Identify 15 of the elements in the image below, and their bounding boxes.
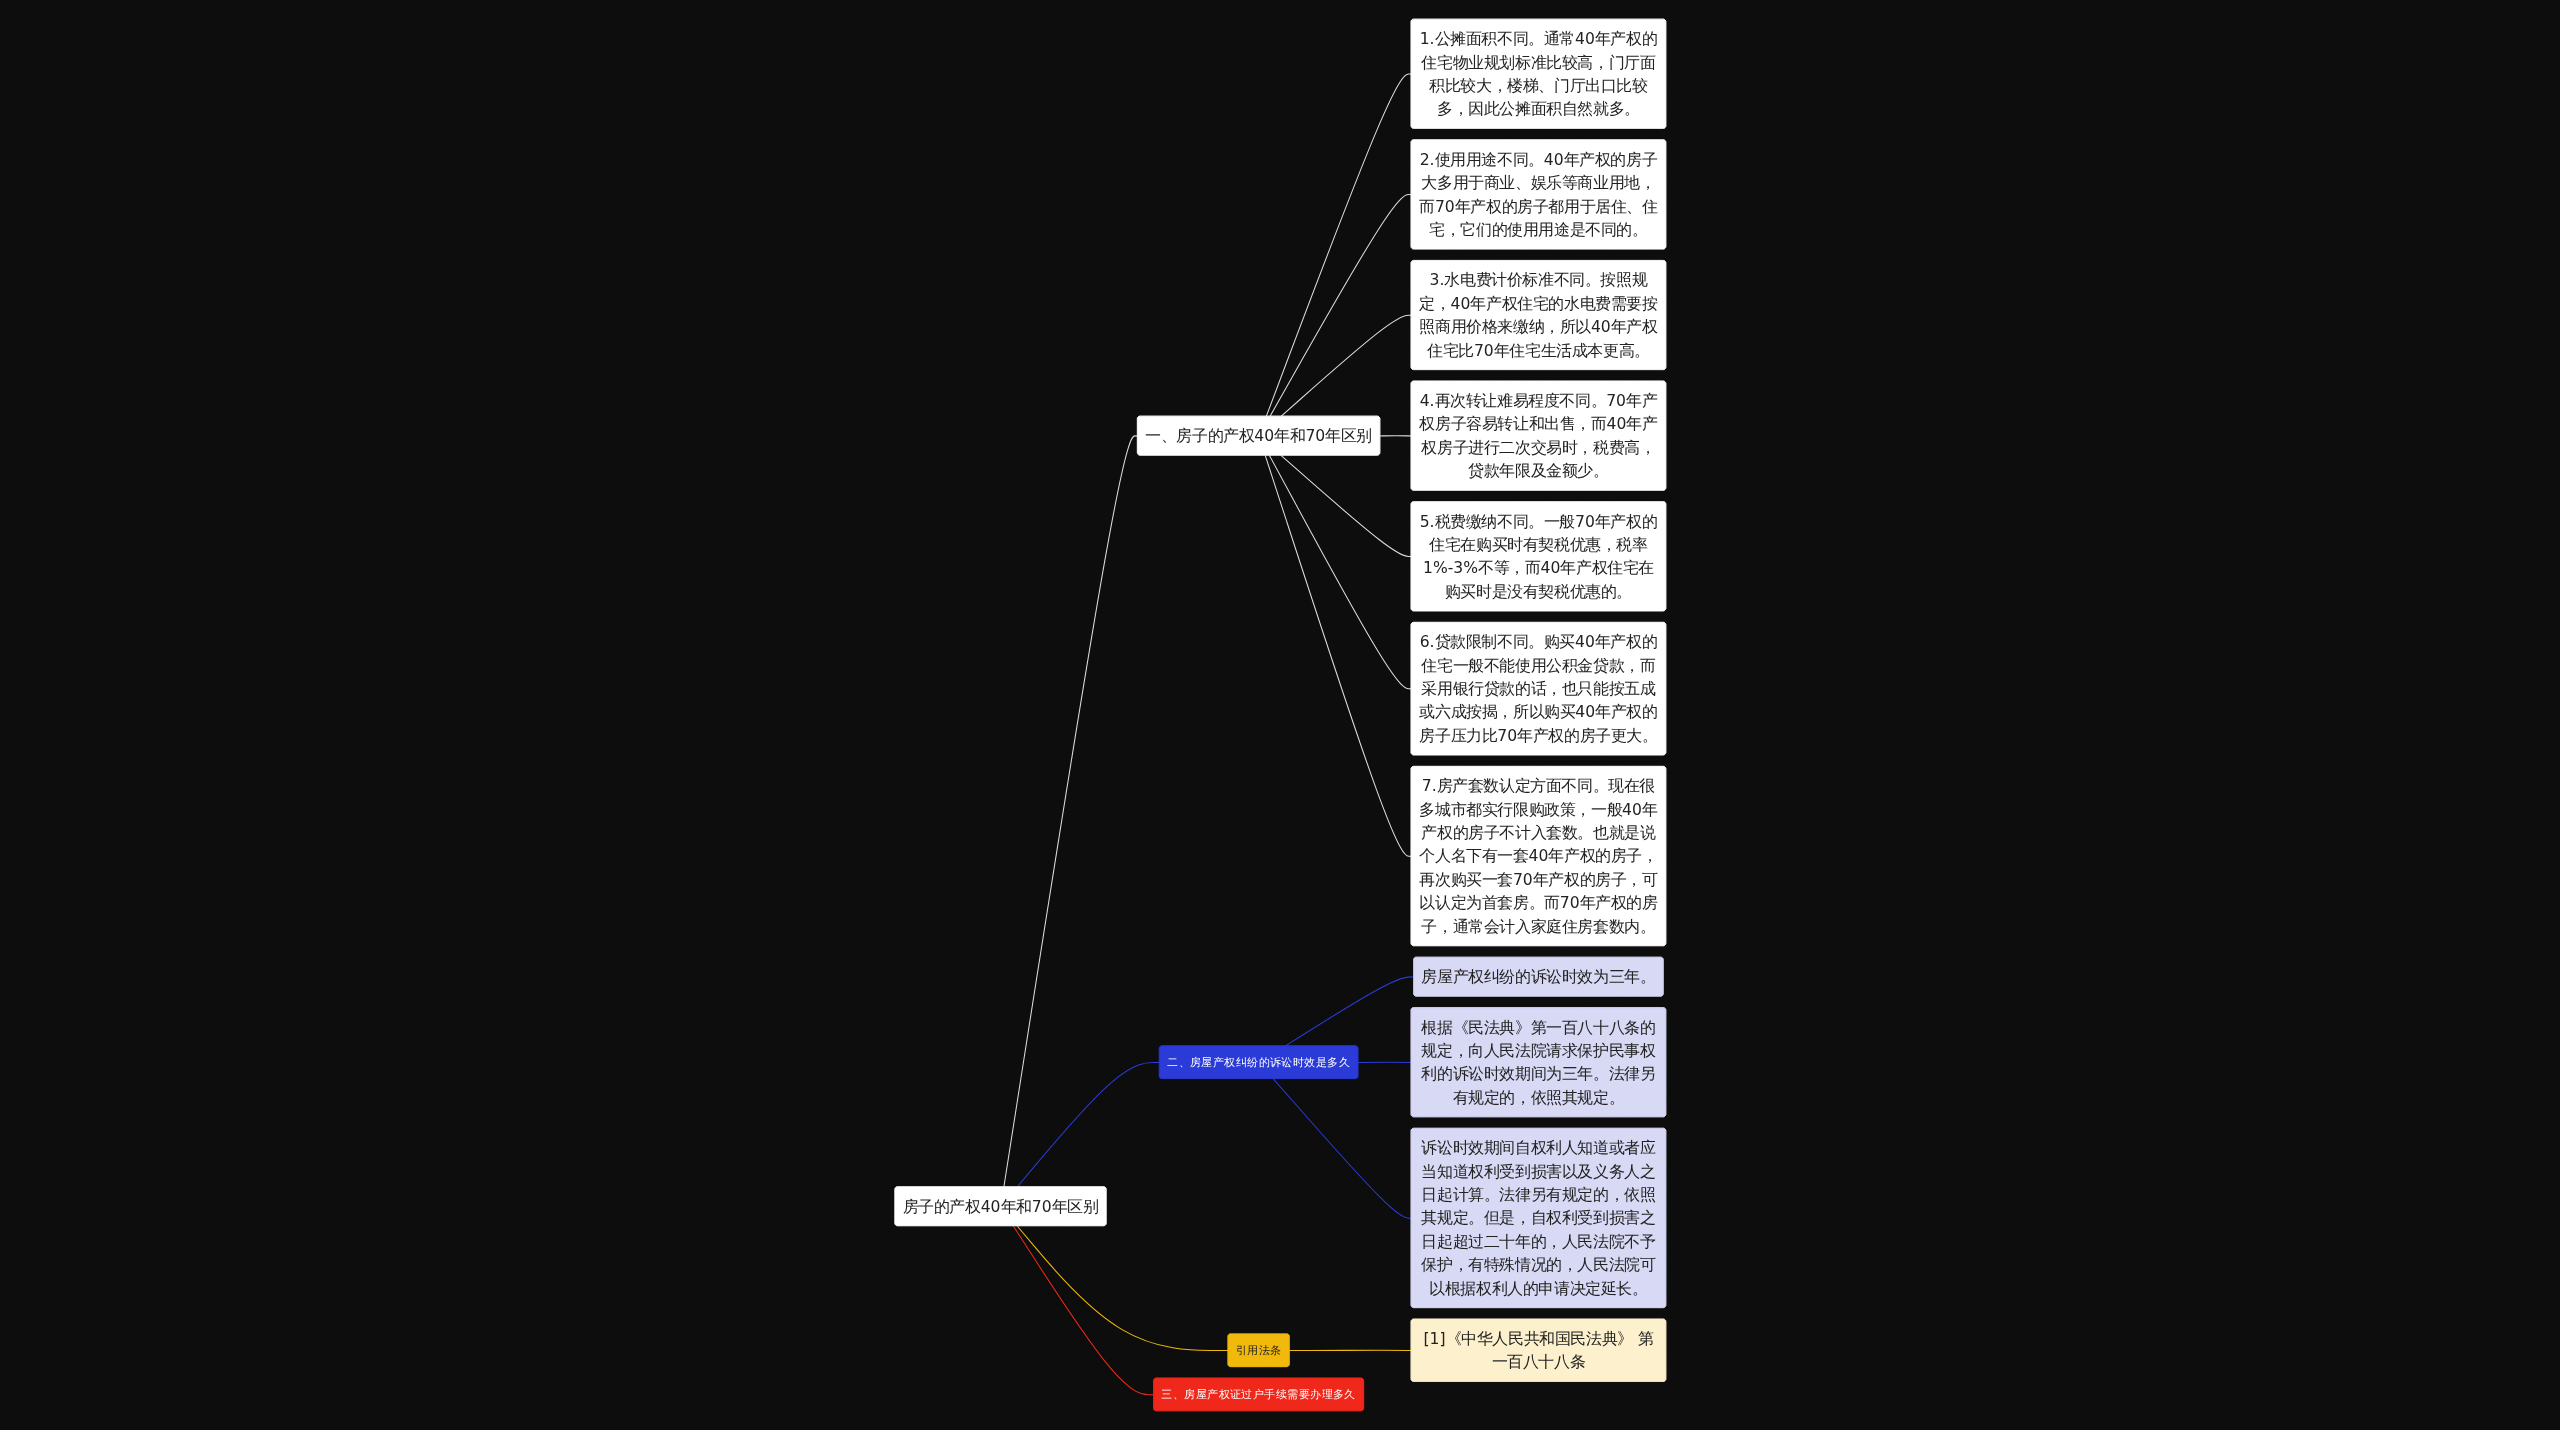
connector [1272,1078,1412,1219]
connector [1265,73,1412,417]
connector [1284,976,1415,1047]
connector [1016,1061,1160,1188]
connector [1268,454,1412,690]
connector [1264,454,1412,857]
connector [1012,1225,1154,1396]
connector [1016,1225,1229,1352]
connector [1288,1349,1412,1352]
connector [1002,435,1138,1188]
connector [1357,1061,1412,1063]
connector [1280,314,1412,417]
connector [1280,454,1412,558]
connector [1379,435,1412,437]
connector [1269,194,1412,417]
